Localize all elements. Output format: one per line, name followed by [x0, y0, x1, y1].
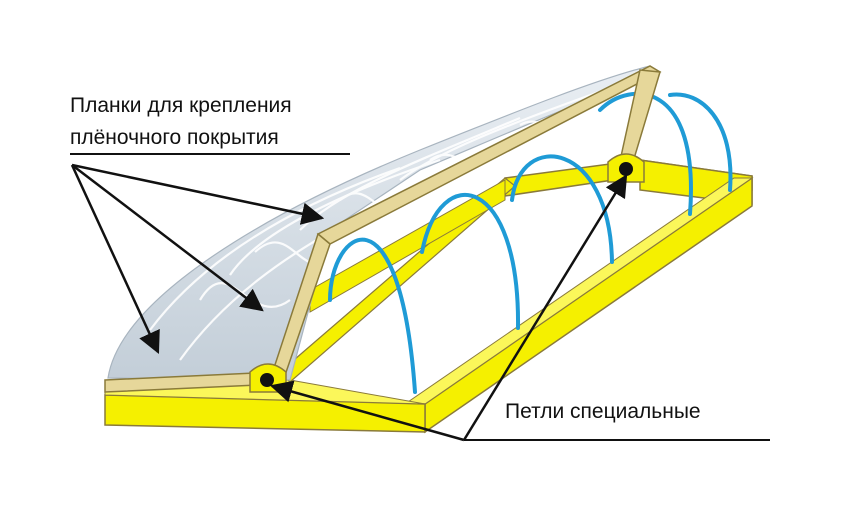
hinge-arrows: [269, 174, 628, 442]
arrow-to-strip-lower: [70, 164, 160, 355]
arrow-to-strip-front: [71, 163, 325, 225]
label-strips-line1: Планки для крепления: [70, 94, 292, 117]
label-hinges: Петли специальные: [505, 400, 701, 423]
arches: [328, 91, 733, 394]
arch-5: [668, 92, 733, 192]
arch-2: [420, 193, 521, 330]
arch-3: [510, 154, 614, 264]
arrow-to-hinge-far: [462, 174, 628, 441]
arch-1: [328, 237, 417, 394]
arrow-to-strip-mid: [71, 164, 264, 312]
label-strips-line2: плёночного покрытия: [70, 126, 279, 149]
strip-arrows: [70, 163, 325, 355]
arch-4: [598, 91, 693, 216]
arrow-to-hinge-near: [269, 380, 465, 442]
lid-strip-front: [316, 65, 662, 245]
